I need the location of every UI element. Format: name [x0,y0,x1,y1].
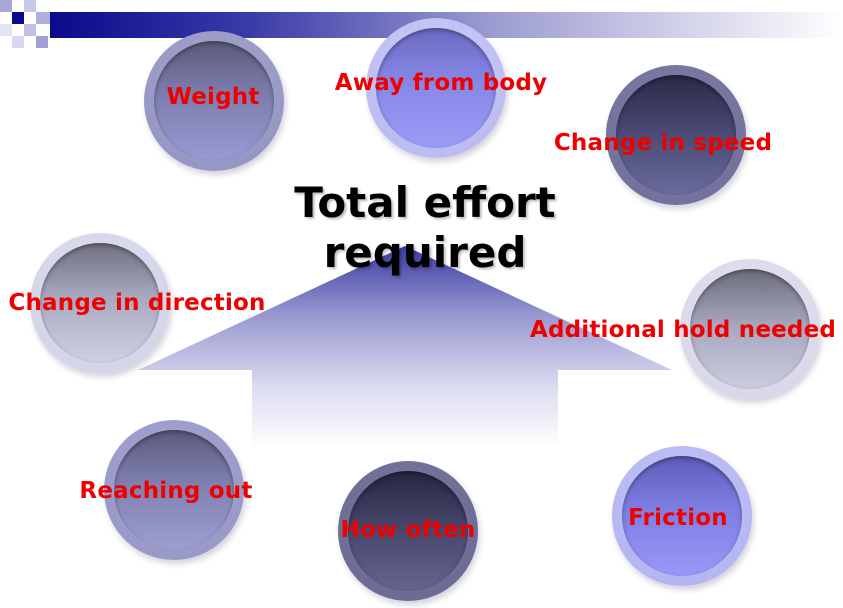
corner-square [36,12,50,24]
corner-square [0,24,12,36]
corner-square [24,24,36,36]
corner-square [12,36,24,48]
title-line-2: required [323,228,527,277]
factor-label-reaching-out: Reaching out [79,478,253,504]
factor-label-additional-hold: Additional hold needed [529,317,837,343]
corner-square [0,0,12,12]
diagram-title: Total effort required [294,178,556,278]
factor-circle-change-in-speed [606,65,746,205]
title-line-1: Total effort [294,178,556,227]
factor-circle-how-often [338,461,478,601]
factor-circle-change-in-direction [30,233,170,373]
corner-square [12,12,24,24]
factor-circle-additional-hold [680,259,820,399]
factor-label-weight: Weight [166,84,260,110]
factor-label-how-often: How often [340,517,476,543]
factor-label-friction: Friction [628,505,728,531]
corner-square [24,0,36,12]
factor-label-away-from-body: Away from body [334,70,548,96]
factor-label-change-in-direction: Change in direction [8,290,266,316]
factor-circle-away-from-body [366,18,506,158]
factor-circle-weight [144,31,284,171]
corner-square [36,36,48,48]
factor-circle-reaching-out [104,420,244,560]
factor-label-change-in-speed: Change in speed [553,130,773,156]
factor-circle-friction [612,446,752,586]
